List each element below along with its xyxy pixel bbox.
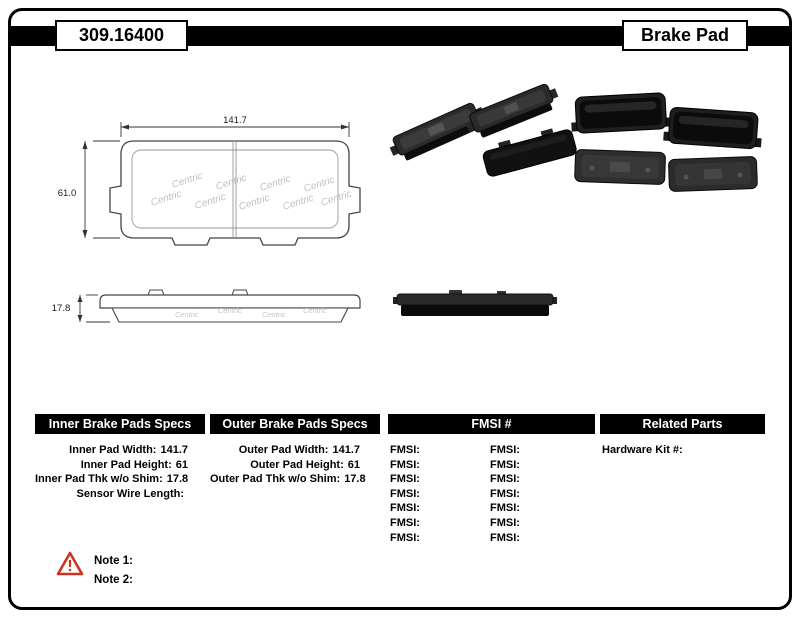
spec-row: Outer Pad Thk w/o Shim:17.8 [210, 472, 366, 487]
fmsi-label: FMSI: [390, 473, 420, 486]
spec-row: Inner Pad Height:61 [35, 458, 188, 473]
spec-row: Inner Pad Width:141.7 [35, 443, 188, 458]
outer-specs-column: Outer Pad Width:141.7 Outer Pad Height:6… [210, 443, 366, 487]
product-title: Brake Pad [640, 25, 730, 45]
fmsi-row: FMSI: FMSI: [390, 443, 595, 458]
spec-value: 61 [347, 458, 360, 471]
spec-value: 17.8 [166, 473, 189, 486]
spec-label: Outer Pad Thk w/o Shim: [210, 473, 341, 486]
fmsi-row: FMSI: FMSI: [390, 472, 595, 487]
note-1-label: Note 1: [94, 555, 133, 567]
spec-label: Inner Pad Width: [69, 444, 157, 456]
spec-row: Hardware Kit #: [602, 443, 762, 458]
spec-value: 17.8 [344, 473, 366, 486]
spec-value: 61 [175, 458, 188, 471]
spec-label: Inner Pad Thk w/o Shim: [35, 473, 163, 486]
related-parts-header: Related Parts [600, 414, 765, 434]
fmsi-label: FMSI: [390, 487, 420, 500]
fmsi-label: FMSI: [490, 444, 520, 456]
fmsi-row: FMSI: FMSI: [390, 487, 595, 502]
part-number: 309.16400 [78, 25, 165, 45]
fmsi-label: FMSI: [390, 458, 420, 471]
fmsi-label: FMSI: [490, 487, 520, 500]
fmsi-row: FMSI: FMSI: [390, 531, 595, 546]
product-title-box: Brake Pad [622, 20, 748, 51]
fmsi-label: FMSI: [390, 516, 420, 529]
warning-icon [56, 551, 84, 576]
related-parts-column: Hardware Kit #: [602, 443, 762, 458]
spec-label: Hardware Kit #: [602, 444, 683, 456]
fmsi-header: FMSI # [388, 414, 595, 434]
page-border [8, 8, 792, 610]
fmsi-label: FMSI: [390, 444, 420, 456]
inner-specs-header: Inner Brake Pads Specs [35, 414, 205, 434]
fmsi-label: FMSI: [490, 531, 520, 544]
header-bar [11, 26, 789, 46]
part-number-box: 309.16400 [55, 20, 188, 51]
fmsi-label: FMSI: [390, 502, 420, 515]
note-2-label: Note 2: [94, 574, 133, 586]
spec-label: Outer Pad Height: [250, 458, 344, 471]
spec-value: 141.7 [160, 444, 188, 456]
spec-label: Inner Pad Height: [80, 458, 172, 471]
fmsi-label: FMSI: [490, 458, 520, 471]
fmsi-column: FMSI:FMSI: FMSI:FMSI: FMSI:FMSI: FMSI:FM… [390, 443, 595, 545]
fmsi-label: FMSI: [490, 516, 520, 529]
outer-specs-header: Outer Brake Pads Specs [210, 414, 380, 434]
fmsi-row: FMSI: FMSI: [390, 458, 595, 473]
fmsi-row: FMSI: FMSI: [390, 516, 595, 531]
spec-value: 141.7 [332, 444, 360, 456]
spec-row: Outer Pad Width:141.7 [210, 443, 360, 458]
spec-row: Inner Pad Thk w/o Shim:17.8 [35, 472, 188, 487]
inner-specs-column: Inner Pad Width:141.7 Inner Pad Height:6… [35, 443, 188, 501]
fmsi-label: FMSI: [490, 502, 520, 515]
spec-row: Outer Pad Height:61 [210, 458, 360, 473]
fmsi-label: FMSI: [390, 531, 420, 544]
spec-label: Outer Pad Width: [238, 444, 329, 456]
spec-label: Sensor Wire Length: [76, 487, 184, 500]
fmsi-row: FMSI: FMSI: [390, 501, 595, 516]
spec-row: Sensor Wire Length: [35, 487, 188, 502]
fmsi-label: FMSI: [490, 473, 520, 486]
